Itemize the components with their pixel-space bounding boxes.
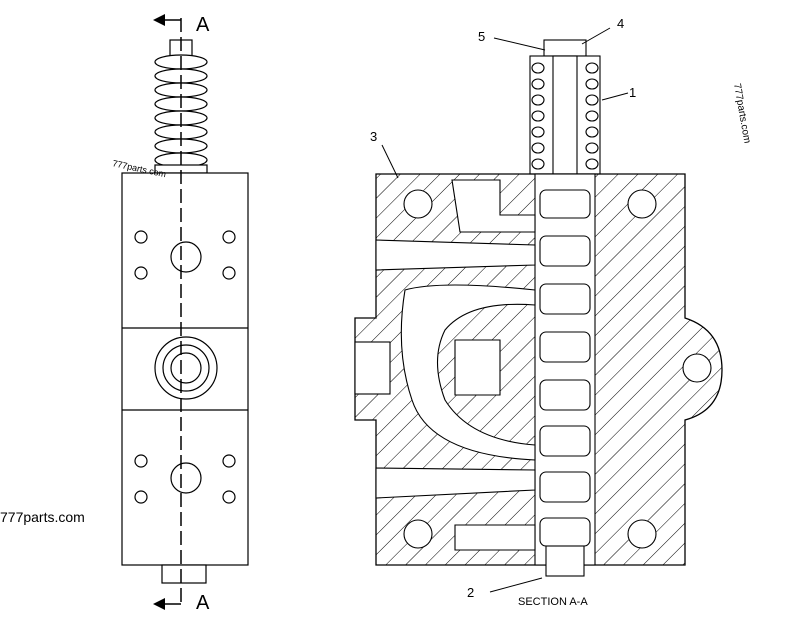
spool	[539, 189, 591, 577]
watermark-right-rotated: 777parts.com	[731, 83, 752, 145]
callout-1: 1	[629, 85, 636, 100]
callout-4: 4	[617, 16, 624, 31]
section-spring	[529, 39, 601, 175]
callout-3: 3	[370, 129, 377, 144]
section-mark-top: A	[196, 14, 210, 36]
left-view: A A 777parts.com 777parts.com	[0, 14, 249, 614]
section-mark-bottom: A	[196, 592, 210, 614]
section-body	[354, 173, 723, 577]
watermark-left-bottom: 777parts.com	[0, 509, 85, 525]
callout-2: 2	[467, 585, 474, 600]
callout-5: 5	[478, 29, 485, 44]
section-line	[153, 14, 182, 610]
left-body	[121, 172, 249, 584]
leader-lines	[381, 27, 629, 593]
section-view: 1 2 3 4 5 SECTION A-A 777parts.com	[354, 16, 752, 608]
left-spring	[154, 39, 208, 174]
section-caption: SECTION A-A	[518, 596, 588, 608]
